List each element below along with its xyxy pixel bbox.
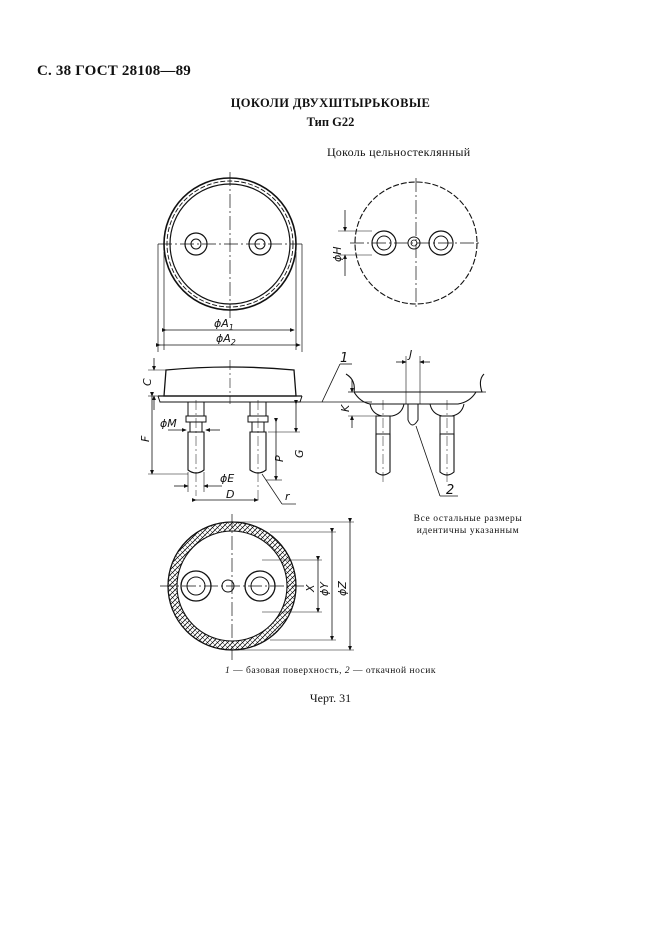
legend: 1 — базовая поверхность, 2 — откачной но… [0, 666, 661, 676]
dim-C: C [141, 378, 154, 386]
variant-label: Цоколь цельностеклянный [327, 145, 471, 159]
section-view [160, 514, 354, 660]
figure-caption: Черт. 31 [309, 691, 352, 705]
dim-K: K [339, 404, 352, 412]
dim-G: G [293, 449, 306, 458]
dim-X: X [304, 584, 317, 593]
dim-r: r [285, 490, 291, 503]
drawing-title: ЦОКОЛИ ДВУХШТЫРЬКОВЫЕ [230, 96, 431, 110]
page-header: С. 38 ГОСТ 28108—89 [37, 63, 191, 79]
dim-D: D [226, 488, 234, 501]
dimension-note-line2: идентичны указанным [416, 526, 520, 536]
dimension-note-line1: Все остальные размеры [413, 514, 523, 524]
dim-A1: ϕA1 [214, 317, 234, 332]
leader-label-2: 2 [446, 483, 454, 498]
dim-A2: ϕA2 [216, 332, 236, 347]
legend-num-1: 1 [225, 666, 231, 676]
dim-Y: ϕY [318, 581, 331, 596]
dim-M: ϕM [160, 417, 177, 430]
legend-num-2: 2 [344, 666, 351, 676]
dim-Z: ϕZ [336, 581, 349, 596]
dim-F: F [139, 435, 152, 442]
side-view-left [148, 358, 372, 505]
plan-view-glass [338, 178, 482, 308]
legend-text-1: — базовая поверхность, [230, 666, 345, 676]
dimension-note: Все остальные размеры идентичны указанны… [398, 513, 538, 537]
drawing-subtitle: Тип G22 [306, 115, 355, 129]
dim-J: J [407, 348, 412, 361]
plan-view-left [156, 172, 303, 352]
leader-label-1: 1 [340, 351, 348, 366]
side-view-glass [321, 356, 486, 497]
dim-H: ϕH [331, 246, 344, 262]
dim-P: P [273, 455, 286, 462]
dim-E: ϕE [220, 472, 234, 485]
legend-text-2: — откачной носик [350, 666, 436, 676]
